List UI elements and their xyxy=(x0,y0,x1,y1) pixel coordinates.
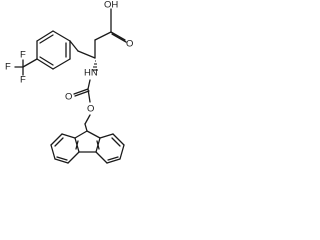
label-hydroxyl-oh: OH xyxy=(104,0,118,11)
trifluoromethyl-group xyxy=(14,58,38,76)
label-fluorine-top: F xyxy=(20,50,26,61)
hashed-wedge-bond xyxy=(93,60,98,71)
backbone-chain xyxy=(69,39,96,59)
benzene-ring-trifluoromethylphenyl xyxy=(36,30,71,70)
carboxylic-acid-group xyxy=(94,8,127,43)
label-fluorine-left: F xyxy=(5,62,11,73)
chemical-structure: OH O HN O O F F F xyxy=(5,0,133,164)
label-amine-nh: HN xyxy=(84,68,98,79)
label-carbamate-ester-oxygen: O xyxy=(87,104,94,115)
label-carbonyl-oxygen: O xyxy=(126,39,133,50)
label-carbamate-carbonyl-oxygen: O xyxy=(65,92,72,103)
fluorene-ring-system xyxy=(50,130,125,164)
carbamate-group xyxy=(73,79,91,132)
label-fluorine-bottom: F xyxy=(20,75,26,86)
